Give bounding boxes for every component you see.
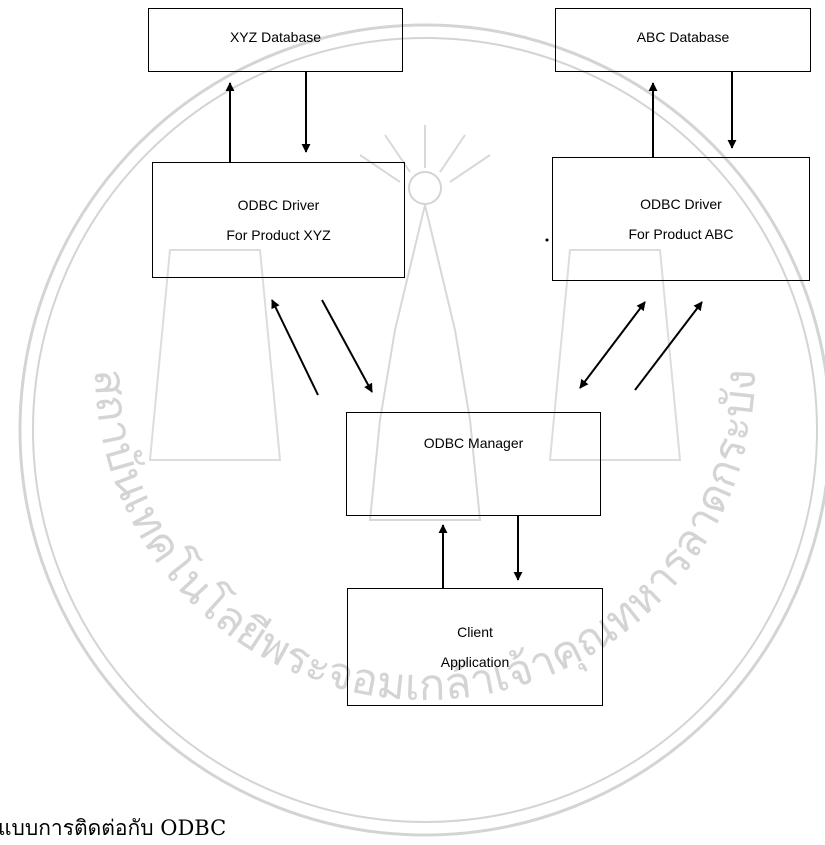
stray-dot [545,238,549,242]
arrow-manager-abc-driver [579,301,646,389]
seal-left-tiered-umbrella-icon [148,249,282,461]
xyz-driver-label-line2: For Product XYZ [226,227,331,243]
figure-caption: แบบการติดต่อกับ ODBC [0,816,227,840]
client-application-box: Client Application [347,588,603,706]
abc-database-label: ABC Database [636,29,730,45]
xyz-database-label: XYZ Database [229,29,322,45]
client-label-line2: Application [440,654,510,670]
abc-database-box: ABC Database [555,8,811,72]
arrow-manager-to-xyz-driver [271,299,319,396]
xyz-driver-label-line1: ODBC Driver [237,197,320,213]
xyz-odbc-driver-box: ODBC Driver For Product XYZ [152,162,405,278]
arrow-manager-to-abc-driver [634,301,703,391]
arrow-xyz-driver-to-manager [321,299,373,393]
odbc-manager-label: ODBC Manager [423,435,524,451]
abc-odbc-driver-box: ODBC Driver For Product ABC [552,157,810,281]
seal-sun-icon [408,171,442,205]
odbc-manager-box: ODBC Manager [346,412,601,516]
abc-driver-label-line2: For Product ABC [628,226,734,242]
abc-driver-label-line1: ODBC Driver [640,196,722,212]
client-label-line1: Client [457,624,493,640]
xyz-database-box: XYZ Database [148,8,403,72]
